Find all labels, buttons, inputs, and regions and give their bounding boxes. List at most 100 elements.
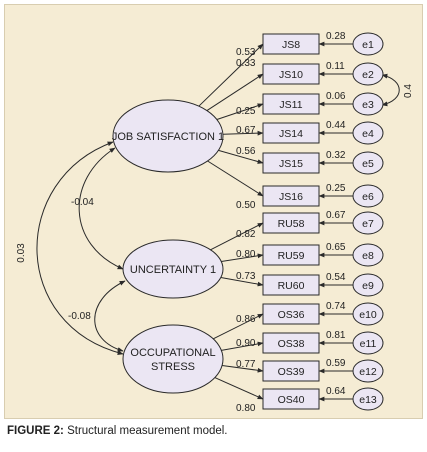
loading-path-ru58	[210, 222, 264, 251]
covariance-value-unc-os: -0.08	[68, 311, 91, 322]
error-label-e9: e9	[362, 280, 374, 292]
figure-caption-text: Structural measurement model.	[67, 425, 228, 437]
error-value-e6: 0.25	[326, 183, 346, 194]
loading-value-js16: 0.50	[236, 200, 256, 211]
loading-path-js10	[206, 73, 264, 112]
indicator-box-os36	[262, 303, 320, 325]
error-label-e13: e13	[359, 394, 377, 406]
error-node-e13	[352, 387, 384, 411]
loading-path-ru60	[220, 277, 264, 287]
error-value-e5: 0.32	[326, 150, 346, 161]
indicator-label-js8: JS8	[282, 39, 300, 51]
covariance-js-unc	[78, 147, 124, 270]
indicator-box-ru60	[262, 274, 320, 296]
error-node-e11	[352, 331, 384, 355]
error-node-e10	[352, 302, 384, 326]
indicator-box-js8	[262, 33, 320, 55]
loading-path-os39	[221, 365, 264, 373]
error-value-e2: 0.11	[326, 61, 345, 72]
covariance-e2-e3	[381, 73, 400, 107]
error-label-e10: e10	[359, 309, 377, 321]
error-node-e8	[352, 243, 384, 267]
loading-value-os40: 0.80	[236, 403, 256, 414]
error-node-e5	[352, 151, 384, 175]
error-value-e13: 0.64	[326, 386, 346, 397]
loading-path-js15	[218, 149, 264, 164]
error-value-e12: 0.59	[326, 358, 346, 369]
loading-path-ru59	[221, 253, 264, 262]
error-label-e7: e7	[362, 218, 374, 230]
indicator-label-js14: JS14	[279, 128, 303, 140]
loading-path-os36	[213, 313, 264, 340]
loading-path-os40	[214, 377, 264, 400]
error-value-e4: 0.44	[326, 120, 346, 131]
latent-label-occupational-stress: STRESS	[151, 361, 195, 373]
indicator-label-js11: JS11	[279, 99, 302, 111]
error-node-e12	[352, 359, 384, 383]
latent-label-uncertainty: UNCERTAINTY 1	[130, 264, 216, 276]
error-node-e7	[352, 211, 384, 235]
error-node-e1	[352, 32, 384, 56]
latent-job-satisfaction	[112, 99, 224, 173]
error-node-e4	[352, 121, 384, 145]
covariance-value-js-unc: -0.04	[71, 197, 94, 208]
error-node-e6	[352, 184, 384, 208]
indicator-label-js15: JS15	[279, 158, 303, 170]
error-label-e5: e5	[362, 158, 374, 170]
error-value-e3: 0.06	[326, 91, 346, 102]
loading-path-os38	[221, 341, 264, 351]
indicator-box-ru58	[262, 212, 320, 234]
error-node-e9	[352, 273, 384, 297]
error-value-e7: 0.67	[326, 210, 346, 221]
error-label-e6: e6	[362, 191, 374, 203]
covariance-value-js-os: 0.03	[16, 243, 27, 263]
loading-value-os38: 0.90	[236, 338, 256, 349]
loading-path-js14	[222, 130, 264, 136]
indicator-label-os39: OS39	[278, 366, 305, 378]
error-value-e8: 0.65	[326, 242, 346, 253]
covariance-js-os	[36, 141, 124, 355]
figure-caption: FIGURE 2: Structural measurement model.	[7, 425, 228, 437]
error-node-e3	[352, 92, 384, 116]
loading-value-js14: 0.67	[236, 125, 256, 136]
error-label-e3: e3	[362, 99, 374, 111]
error-node-e2	[352, 62, 384, 86]
indicator-box-js14	[262, 122, 320, 144]
indicator-box-js10	[262, 63, 320, 85]
indicator-box-js16	[262, 185, 320, 207]
error-value-e9: 0.54	[326, 272, 346, 283]
loading-value-js15: 0.56	[236, 146, 256, 157]
indicator-box-ru59	[262, 244, 320, 266]
indicator-box-os39	[262, 360, 320, 382]
error-label-e11: e11	[360, 338, 377, 350]
error-label-e12: e12	[359, 366, 377, 378]
indicator-box-os40	[262, 388, 320, 410]
latent-label-occupational-stress: OCCUPATIONAL	[130, 347, 215, 359]
loading-path-js8	[198, 43, 264, 107]
error-value-e10: 0.74	[326, 301, 346, 312]
indicator-label-os36: OS36	[278, 309, 305, 321]
loading-value-js8: 0.53	[236, 47, 256, 58]
indicator-label-ru59: RU59	[278, 250, 305, 262]
error-label-e2: e2	[362, 69, 374, 81]
loading-path-js11	[216, 103, 264, 121]
error-label-e8: e8	[362, 250, 374, 262]
latent-label-job-satisfaction: JOB SATISFACTION 1	[112, 131, 224, 143]
covariance-value-e2-e3: 0.4	[403, 84, 414, 98]
indicator-box-js11	[262, 93, 320, 115]
error-label-e4: e4	[362, 128, 374, 140]
indicator-box-js15	[262, 152, 320, 174]
error-label-e1: e1	[362, 39, 374, 51]
error-value-e1: 0.28	[326, 31, 346, 42]
indicator-box-os38	[262, 332, 320, 354]
loading-value-ru58: 0.82	[236, 229, 256, 240]
figure-caption-label: FIGURE 2:	[7, 425, 64, 437]
latent-uncertainty	[122, 239, 224, 299]
covariance-unc-os	[94, 280, 126, 352]
loading-path-js16	[207, 160, 264, 197]
indicator-label-os40: OS40	[278, 394, 305, 406]
indicator-label-os38: OS38	[278, 338, 305, 350]
indicator-label-js10: JS10	[279, 69, 303, 81]
